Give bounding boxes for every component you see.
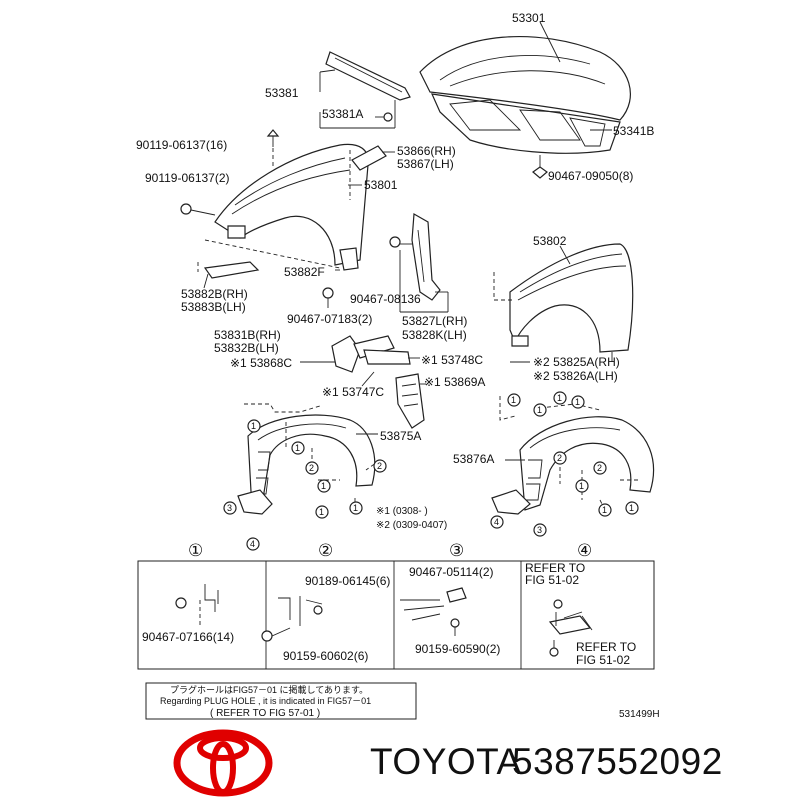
detail-4-number: ④ [577, 541, 592, 560]
callout-1-label: 1 [295, 443, 300, 453]
fender-liner-lh [491, 396, 655, 515]
callout-1-label: 1 [319, 507, 324, 517]
plug-hole-note: プラグホールはFIG57－01 に掲載してあります。 Regarding PLU… [145, 682, 417, 720]
label-53747c: ※1 53747C [322, 385, 384, 399]
label-53882f: 53882F [284, 265, 325, 279]
label-90467-8: 90467-09050(8) [548, 169, 633, 183]
callout-1-label: 1 [537, 405, 542, 415]
callout-3-label: 3 [537, 525, 542, 535]
brand-name: TOYOTA [370, 741, 522, 782]
label-53883b: 53883B(LH) [181, 300, 246, 314]
detail-3-part-1: 90467-05114(2) [409, 565, 494, 579]
label-53341b: 53341B [613, 124, 654, 138]
detail-1-number: ① [188, 541, 203, 560]
hood-seal [319, 51, 411, 129]
label-53801: 53801 [364, 178, 398, 192]
detail-4-ref-2b: FIG 51-02 [576, 653, 630, 667]
callout-1-label: 1 [353, 503, 358, 513]
detail-1-part-1: 90467-07166(14) [142, 630, 234, 644]
callout-2-label: 2 [377, 461, 382, 471]
detail-4-ref-1a: REFER TO [525, 561, 585, 575]
detail-2-part-1: 90189-06145(6) [305, 574, 390, 588]
callout-1-label: 1 [321, 481, 326, 491]
label-53832b: 53832B(LH) [214, 341, 279, 355]
callout-4-label: 4 [250, 539, 255, 549]
label-53831b: 53831B(RH) [214, 328, 281, 342]
front-fender-lh [493, 243, 634, 363]
detail-2-part-2: 90159-60602(6) [283, 649, 368, 663]
label-53301: 53301 [512, 11, 546, 25]
validity-note-1: ※1 (0308- ) [376, 506, 428, 517]
callout-1-label: 1 [579, 481, 584, 491]
fender-bracket [197, 247, 359, 308]
plug-note-en: Regarding PLUG HOLE , it is indicated in… [160, 696, 371, 706]
detail-3-number: ③ [449, 541, 464, 560]
figure-code: 531499H [619, 709, 660, 720]
callout-1-label: 1 [557, 393, 562, 403]
callout-2-label: 2 [597, 463, 602, 473]
label-90467-07183: 90467-07183(2) [287, 312, 372, 326]
label-53869a: ※1 53869A [424, 375, 485, 389]
label-53867: 53867(LH) [397, 157, 454, 171]
callout-1-label: 1 [602, 505, 607, 515]
label-53828k: 53828K(LH) [402, 328, 467, 342]
detail-4-ref-1b: FIG 51-02 [525, 573, 579, 587]
callout-3-label: 3 [227, 503, 232, 513]
label-53868c: ※1 53868C [230, 356, 292, 370]
callout-2-label: 2 [309, 463, 314, 473]
plug-note-ref: ( REFER TO FIG 57-01 ) [210, 708, 320, 719]
callout-markers: 1 1 2 2 1 1 1 3 4 1 1 1 1 2 2 1 1 1 4 3 [223, 391, 639, 551]
label-53381: 53381 [265, 86, 299, 100]
detail-3-part-2: 90159-60590(2) [415, 642, 500, 656]
detail-legend: ① ② ③ ④ 90467-07166(14) 90189-06145(6) 9… [137, 541, 655, 670]
label-53825a: ※2 53825A(RH) [533, 355, 620, 369]
detail-frame [137, 560, 655, 670]
label-53882b: 53882B(RH) [181, 287, 248, 301]
label-53875a: 53875A [380, 429, 421, 443]
callout-1-label: 1 [629, 503, 634, 513]
callout-2-label: 2 [557, 453, 562, 463]
label-53802: 53802 [533, 234, 567, 248]
label-90467-08136: 90467-08136 [350, 292, 421, 306]
part-labels: 53301 53381 53381A 53341B 90119-06137(16… [136, 11, 654, 531]
hood-assembly [419, 21, 631, 179]
label-90119-2: 90119-06137(2) [145, 171, 230, 185]
label-53748c: ※1 53748C [421, 353, 483, 367]
toyota-logo [173, 729, 273, 797]
label-53381a: 53381A [322, 107, 363, 121]
plug-note-jp: プラグホールはFIG57－01 に掲載してあります。 [170, 684, 368, 695]
fender-liner-rh [237, 403, 381, 515]
part-number: 5387552092 [512, 741, 723, 782]
label-53826a: ※2 53826A(LH) [533, 369, 618, 383]
detail-4-ref-2a: REFER TO [576, 640, 636, 654]
callout-1-label: 1 [575, 397, 580, 407]
label-53827l: 53827L(RH) [402, 314, 467, 328]
label-53876a: 53876A [453, 452, 494, 466]
label-53866: 53866(RH) [397, 144, 456, 158]
callout-4-label: 4 [494, 517, 499, 527]
callout-1-label: 1 [251, 421, 256, 431]
detail-2-number: ② [318, 541, 333, 560]
validity-note-2: ※2 (0309-0407) [376, 520, 447, 531]
callout-1-label: 1 [511, 395, 516, 405]
label-90119-16: 90119-06137(16) [136, 138, 227, 152]
front-fender-rh [180, 129, 395, 269]
fender-liner-brackets [300, 213, 449, 429]
